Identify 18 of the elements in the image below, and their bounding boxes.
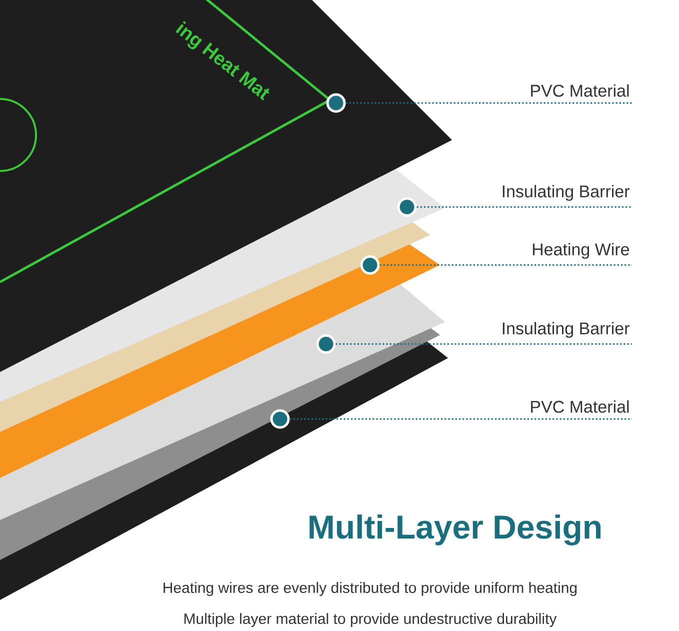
layer-label: Heating Wire bbox=[532, 242, 630, 259]
layer-label: Insulating Barrier bbox=[502, 322, 630, 338]
marker-dot bbox=[326, 93, 346, 113]
leader-line bbox=[346, 102, 632, 104]
marker-dot bbox=[270, 409, 290, 429]
marker-dot bbox=[360, 255, 380, 275]
title: Multi-Layer Design bbox=[310, 514, 601, 546]
marker-dot bbox=[316, 334, 336, 354]
leader-line bbox=[290, 418, 632, 420]
layer-label: Insulating Barrier bbox=[502, 184, 630, 201]
layer-label: PVC Material bbox=[531, 84, 629, 97]
leader-line bbox=[380, 264, 632, 266]
layer-label: PVC Material bbox=[531, 400, 629, 413]
description: Multiple layer material to provide undestructive durability bbox=[184, 613, 557, 627]
leader-line bbox=[336, 343, 632, 345]
leader-line bbox=[416, 206, 632, 208]
description: Heating wires are evenly distributed to provide uniform heating bbox=[164, 582, 577, 596]
marker-dot bbox=[397, 197, 417, 217]
